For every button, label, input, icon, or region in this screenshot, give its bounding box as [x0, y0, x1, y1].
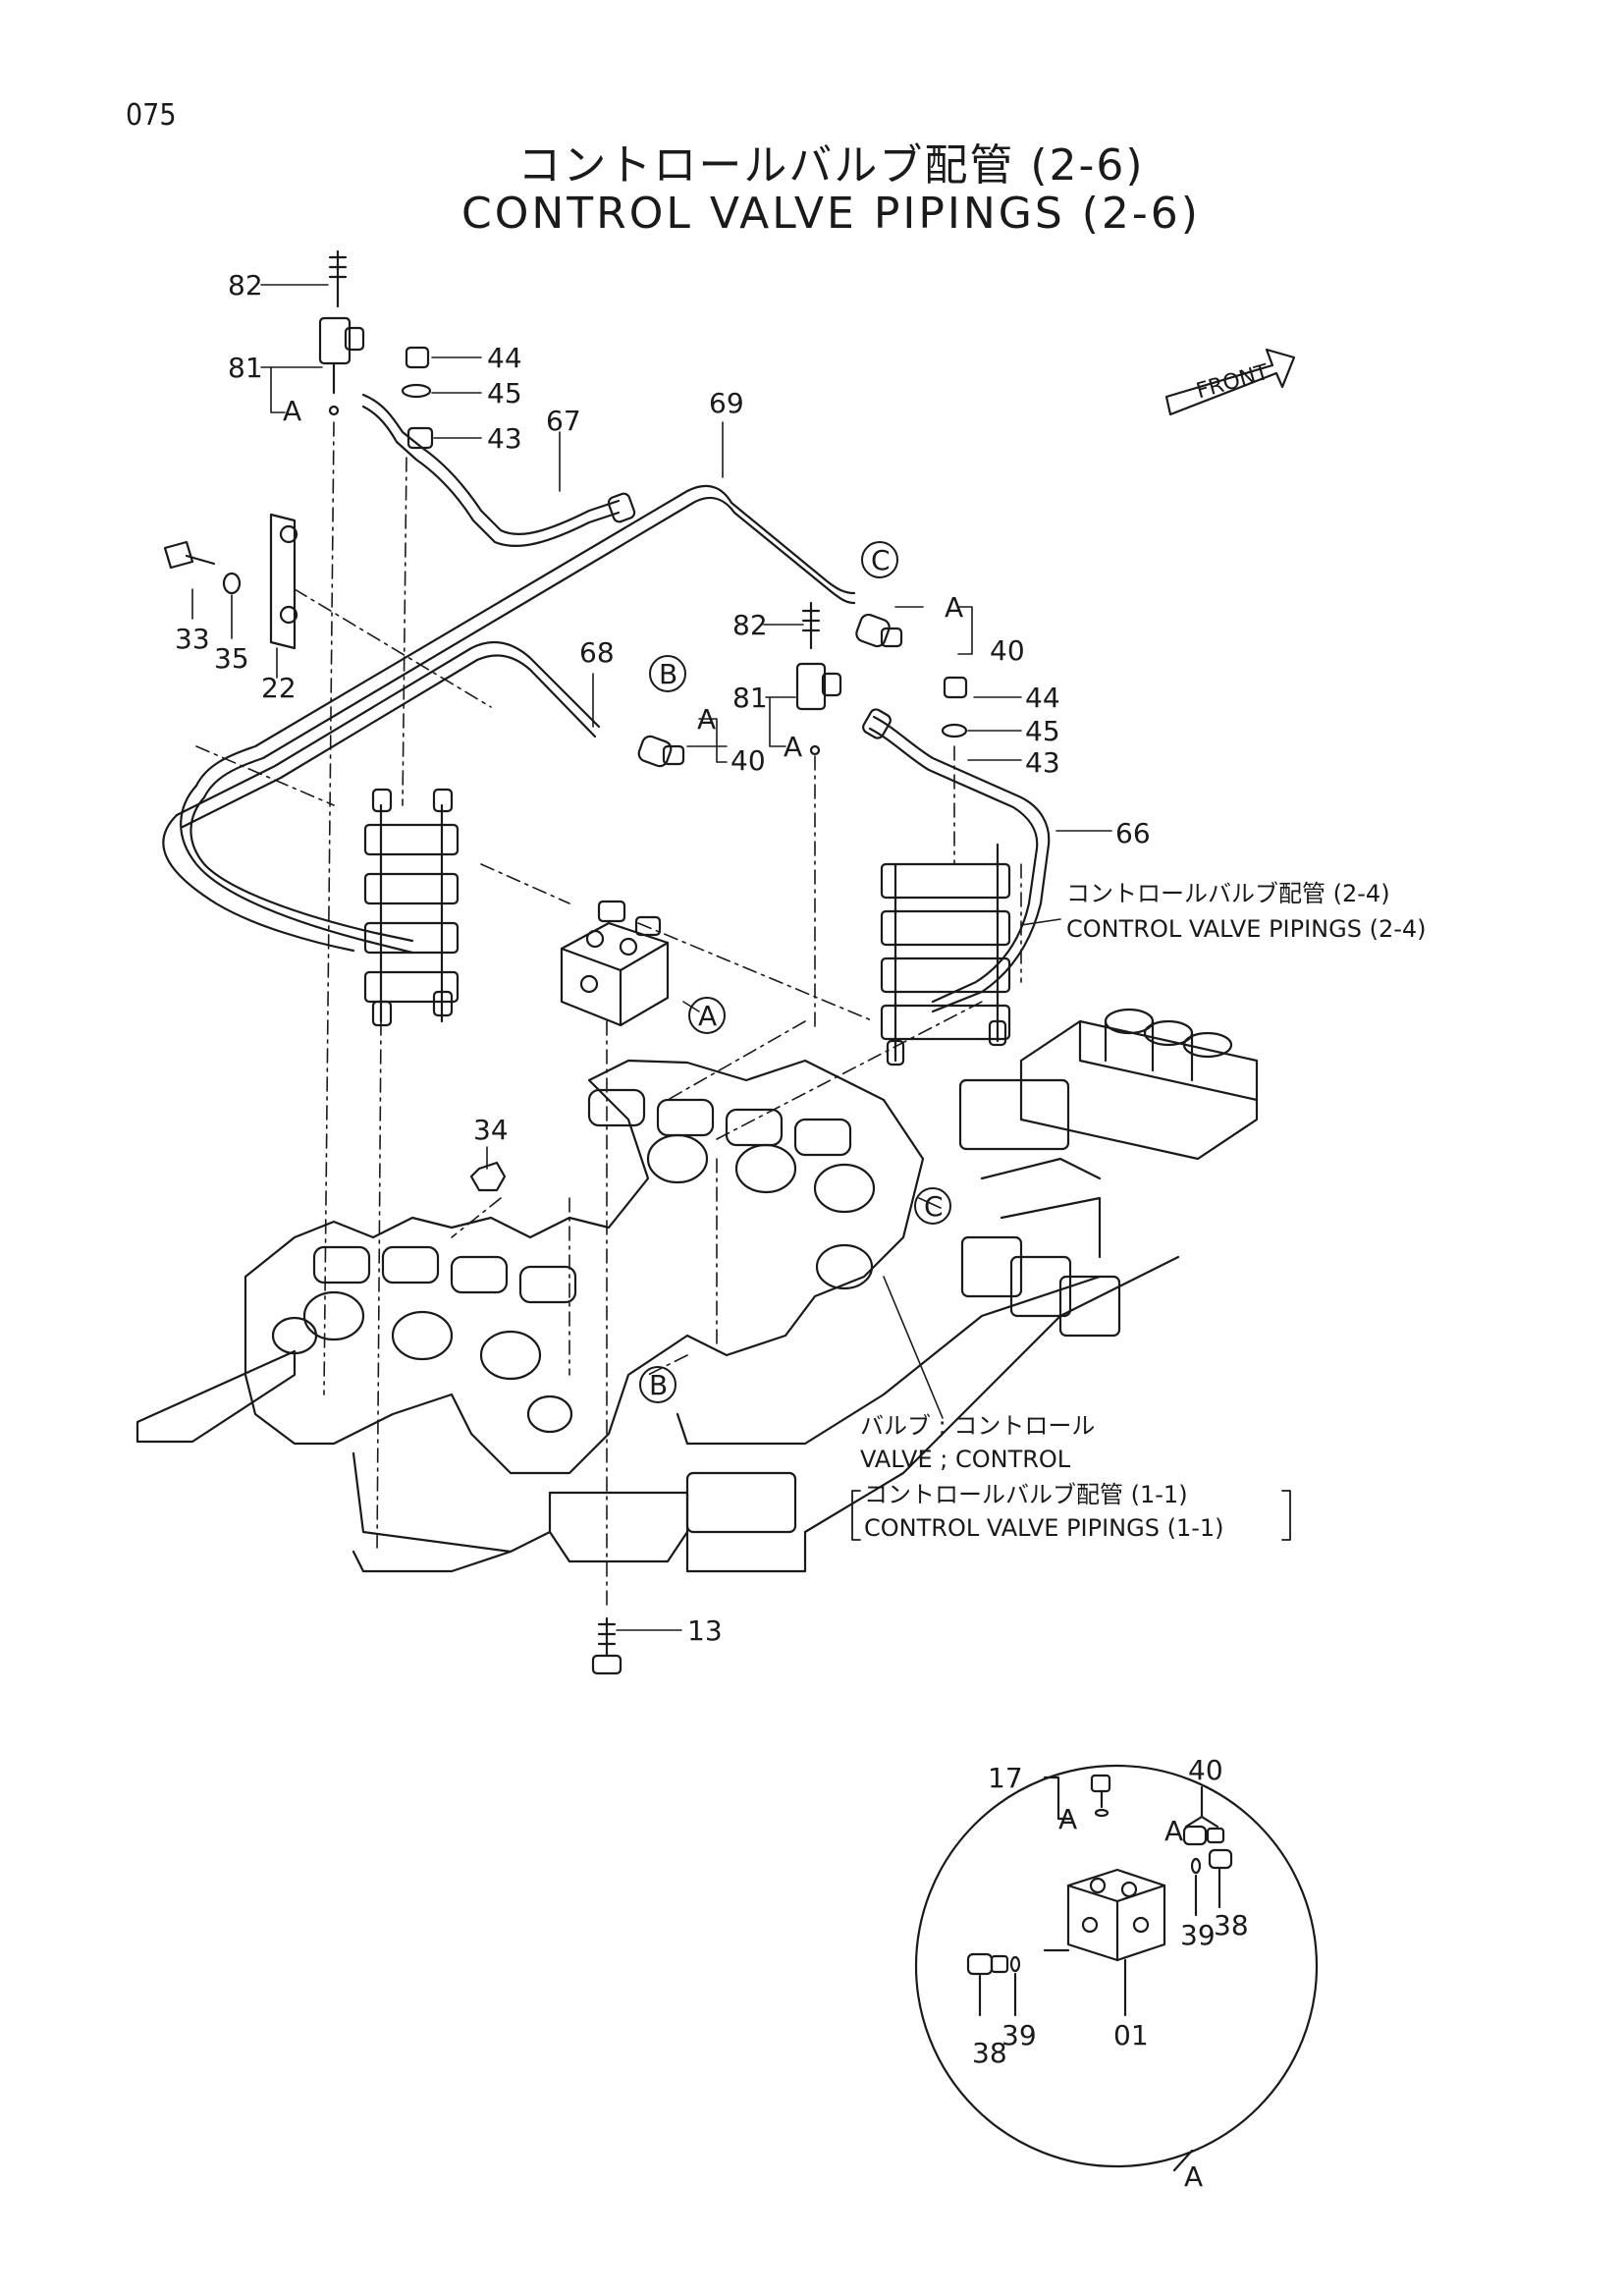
label-40-center: 40 — [730, 744, 766, 777]
label-68: 68 — [579, 636, 615, 669]
elbow-40-center — [637, 735, 685, 768]
label-45-right: 45 — [1025, 715, 1060, 747]
valve-control-ja: バルブ ; コントロール — [860, 1412, 1095, 1440]
ref-a-upper-right: A — [945, 591, 963, 624]
ref-circles — [639, 541, 951, 1403]
ref-c-circle-right: C — [924, 1190, 944, 1223]
ref-a-center-lower: A — [784, 731, 802, 763]
right-clamp-stack — [880, 843, 1011, 1066]
ref-a-detail-callout: A — [1184, 2160, 1203, 2193]
centerlines — [195, 421, 1022, 1612]
label-13: 13 — [687, 1614, 723, 1647]
label-35: 35 — [214, 642, 249, 675]
bolt-13 — [591, 1616, 622, 1675]
ref-a-detail-17: A — [1058, 1803, 1077, 1835]
page-number: 075 — [126, 98, 177, 133]
label-81-center: 81 — [732, 682, 768, 714]
detail-view-a — [914, 1764, 1319, 2172]
label-38-detail-left: 38 — [972, 2037, 1007, 2069]
label-43-right: 43 — [1025, 746, 1060, 779]
fitting-82-81-center — [795, 601, 842, 756]
bolt-44-45-43-left — [401, 346, 434, 450]
label-40-detail: 40 — [1188, 1754, 1223, 1786]
front-arrow-icon — [1164, 348, 1296, 416]
label-17: 17 — [988, 1762, 1023, 1794]
label-43-left: 43 — [487, 422, 522, 455]
pipe-69 — [180, 484, 856, 955]
label-69: 69 — [709, 387, 744, 419]
ref-a-left: A — [283, 395, 301, 427]
ref-a-detail-40: A — [1164, 1815, 1183, 1847]
right-boxes — [685, 1008, 1259, 1534]
label-44-left: 44 — [487, 342, 522, 374]
label-40-upper-right: 40 — [990, 634, 1025, 667]
cross-ref-brackets — [851, 1490, 1291, 1541]
bolt-44-45-43-right — [941, 676, 968, 738]
label-81-left: 81 — [228, 352, 263, 384]
valve-control-en: VALVE ; CONTROL — [860, 1446, 1071, 1473]
label-01: 01 — [1113, 2019, 1149, 2051]
label-39-detail-right: 39 — [1180, 1919, 1216, 1951]
ref-c-circle-top: C — [871, 544, 891, 576]
bolt-33-bracket-22 — [163, 513, 298, 650]
pipe-68 — [162, 641, 601, 953]
label-82-left: 82 — [228, 269, 263, 301]
label-45-left: 45 — [487, 377, 522, 410]
label-22: 22 — [261, 672, 297, 704]
block-a — [560, 900, 670, 1027]
ref-a-block: A — [698, 1000, 717, 1032]
label-67: 67 — [546, 405, 581, 437]
page-title-english: CONTROL VALVE PIPINGS (2-6) — [461, 189, 1201, 239]
leader-lines — [191, 284, 1112, 1631]
label-33: 33 — [175, 623, 210, 655]
pipe-67 — [361, 393, 636, 548]
page-title-japanese: コントロールバルブ配管 (2-6) — [517, 140, 1145, 191]
label-38-detail-right: 38 — [1214, 1909, 1249, 1941]
base-frame — [135, 1157, 1180, 1573]
label-66: 66 — [1115, 817, 1151, 849]
cross-ref-2-4-en: CONTROL VALVE PIPINGS (2-4) — [1066, 915, 1427, 943]
front-label: FRONT — [1194, 360, 1272, 405]
control-valve-body — [243, 1059, 925, 1475]
cross-ref-1-1-en: CONTROL VALVE PIPINGS (1-1) — [864, 1514, 1224, 1542]
label-34: 34 — [473, 1114, 509, 1146]
nut-34 — [469, 1161, 507, 1192]
label-44-right: 44 — [1025, 682, 1060, 714]
label-39-detail-left: 39 — [1001, 2019, 1037, 2051]
label-82-center: 82 — [732, 609, 768, 641]
ref-b-circle-bottom: B — [649, 1369, 668, 1401]
fitting-82-81-left — [318, 249, 365, 416]
left-clamp-stack — [363, 788, 460, 1027]
cross-ref-1-1-ja: コントロールバルブ配管 (1-1) — [864, 1481, 1188, 1508]
cross-ref-2-4-ja: コントロールバルブ配管 (2-4) — [1066, 880, 1390, 907]
ref-b-circle-top: B — [659, 658, 677, 690]
elbow-40-upper-right — [855, 613, 903, 648]
ref-a-center: A — [697, 703, 716, 736]
